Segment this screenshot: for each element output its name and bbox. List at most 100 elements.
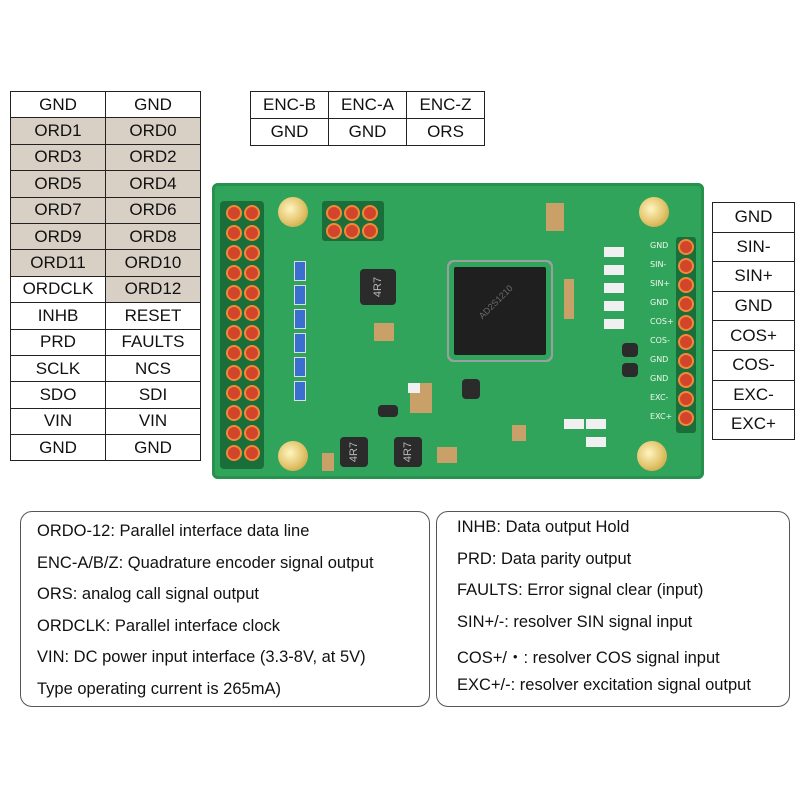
pin-label: ENC-A <box>328 91 407 119</box>
description-line: SIN+/-: resolver SIN signal input <box>457 612 693 631</box>
resistor <box>586 419 606 429</box>
resistor-array <box>294 285 306 305</box>
transistor <box>378 405 398 417</box>
pin-label: ORD12 <box>105 275 201 304</box>
pin-label: ENC-B <box>250 91 329 119</box>
header-pad <box>228 327 240 339</box>
silkscreen-label: GND <box>650 241 669 250</box>
description-line: ENC-A/B/Z: Quadrature encoder signal out… <box>37 553 374 572</box>
inductor-label: 4R7 <box>348 441 360 463</box>
pin-label: COS+ <box>712 320 795 351</box>
description-line: EXC+/-: resolver excitation signal outpu… <box>457 675 751 694</box>
mounting-hole <box>637 441 667 471</box>
header-pad <box>246 247 258 259</box>
pin-label: EXC- <box>712 379 795 411</box>
resistor-array <box>294 381 306 401</box>
pin-label: ENC-Z <box>406 91 485 119</box>
description-line: ORDO-12: Parallel interface data line <box>37 522 310 540</box>
silkscreen-label: SIN+ <box>650 279 671 288</box>
transistor <box>622 343 638 357</box>
header-pad <box>364 207 376 219</box>
header-pad <box>228 387 240 399</box>
pin-label: ORD4 <box>105 170 201 198</box>
header-pad <box>246 347 258 359</box>
resistor <box>604 265 624 275</box>
header-pad <box>246 287 258 299</box>
header-pad <box>246 407 258 419</box>
inductor: 4R7 <box>394 437 422 467</box>
pin-label: ORD9 <box>10 222 106 251</box>
mounting-hole <box>639 197 669 227</box>
pin-label: ORD11 <box>10 249 106 277</box>
silkscreen-label: COS+ <box>650 317 674 326</box>
resistor <box>408 383 420 393</box>
inductor-label: 4R7 <box>372 276 384 298</box>
pin-label: ORD8 <box>105 222 201 251</box>
pin-label: VIN <box>105 407 201 436</box>
resistor <box>604 247 624 257</box>
header-pad <box>328 207 340 219</box>
silkscreen-label: COS- <box>650 336 670 345</box>
silkscreen-label: GND <box>650 298 669 307</box>
pin-label: VIN <box>10 407 106 436</box>
pin-label: SDO <box>10 381 106 409</box>
description-line: FAULTS: Error signal clear (input) <box>457 581 704 599</box>
header-pad <box>346 207 358 219</box>
pin-label: GND <box>105 434 201 462</box>
header-pad <box>246 367 258 379</box>
header-pad <box>680 412 692 424</box>
header-pad <box>346 225 358 237</box>
header-pad <box>228 287 240 299</box>
header-pad <box>228 247 240 259</box>
pin-row: EXC+ <box>712 409 795 440</box>
pin-label: SIN+ <box>712 261 795 292</box>
pin-label: GND <box>105 90 201 119</box>
capacitor <box>564 279 574 319</box>
pin-label: ORDCLK <box>10 275 106 304</box>
header-pad <box>680 279 692 291</box>
header-pad <box>680 298 692 310</box>
resistor-array <box>294 261 306 281</box>
pin-row: GND <box>712 202 795 233</box>
pin-label: GND <box>10 434 106 462</box>
silkscreen-label: GND <box>650 374 669 383</box>
header-pad <box>228 367 240 379</box>
mounting-hole <box>278 441 308 471</box>
silkscreen-label: EXC- <box>650 393 669 402</box>
header-pad <box>328 225 340 237</box>
resolver-converter-chip: AD2S1210 <box>454 267 546 355</box>
left-pin-header <box>220 201 264 469</box>
pin-label: SIN- <box>712 231 795 263</box>
silkscreen-label: EXC+ <box>650 412 673 421</box>
capacitor <box>512 425 526 441</box>
header-pad <box>680 393 692 405</box>
pin-label: ORD2 <box>105 143 201 172</box>
resolver-pin-header <box>676 237 696 433</box>
resistor-array <box>294 357 306 377</box>
header-pad <box>228 227 240 239</box>
header-pad <box>680 355 692 367</box>
resistor-array <box>294 333 306 353</box>
pin-label: EXC+ <box>712 409 795 440</box>
pin-row: EXC- <box>712 379 795 411</box>
resistor <box>586 437 606 447</box>
pin-label: GND <box>328 118 407 146</box>
resistor <box>564 419 584 429</box>
silkscreen-label: GND <box>650 355 669 364</box>
header-pad <box>228 267 240 279</box>
header-pad <box>680 260 692 272</box>
resistor <box>604 283 624 293</box>
